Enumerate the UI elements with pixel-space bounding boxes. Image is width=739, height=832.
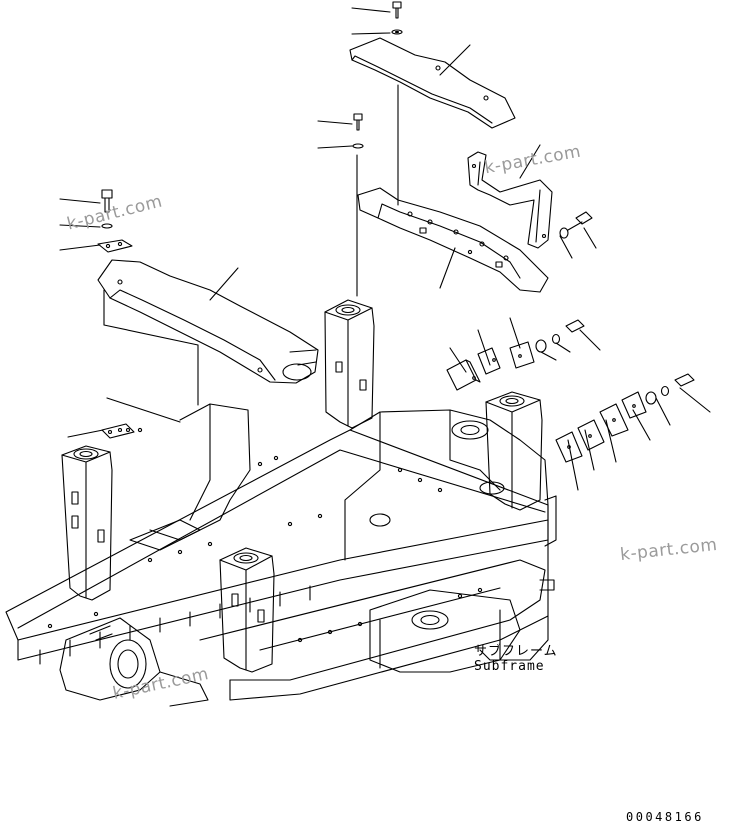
- subframe-label-jp: サブフレーム: [474, 644, 558, 659]
- drawing-number: 00048166: [626, 810, 704, 824]
- shim-plates-right: [555, 391, 647, 463]
- top-bolt-group: [391, 1, 403, 35]
- upper-cover-plate: [349, 37, 516, 129]
- right-bolt-set-1: [559, 211, 593, 239]
- mid-bolt-group: [352, 113, 364, 149]
- leader-lines: [59, 7, 711, 491]
- clip-group: [101, 423, 135, 439]
- subframe-label-en: Subframe: [474, 659, 545, 674]
- curved-bracket: [467, 151, 553, 249]
- subframe-main-structure: [5, 299, 557, 707]
- rail-rivets: [47, 427, 483, 643]
- long-support-bracket: [357, 187, 549, 293]
- nut-washer-left: [535, 319, 585, 353]
- nut-washer-right: [645, 373, 695, 405]
- left-bolt-group: [97, 189, 133, 253]
- left-cross-beam: [97, 259, 319, 384]
- shim-plates-left: [446, 341, 535, 391]
